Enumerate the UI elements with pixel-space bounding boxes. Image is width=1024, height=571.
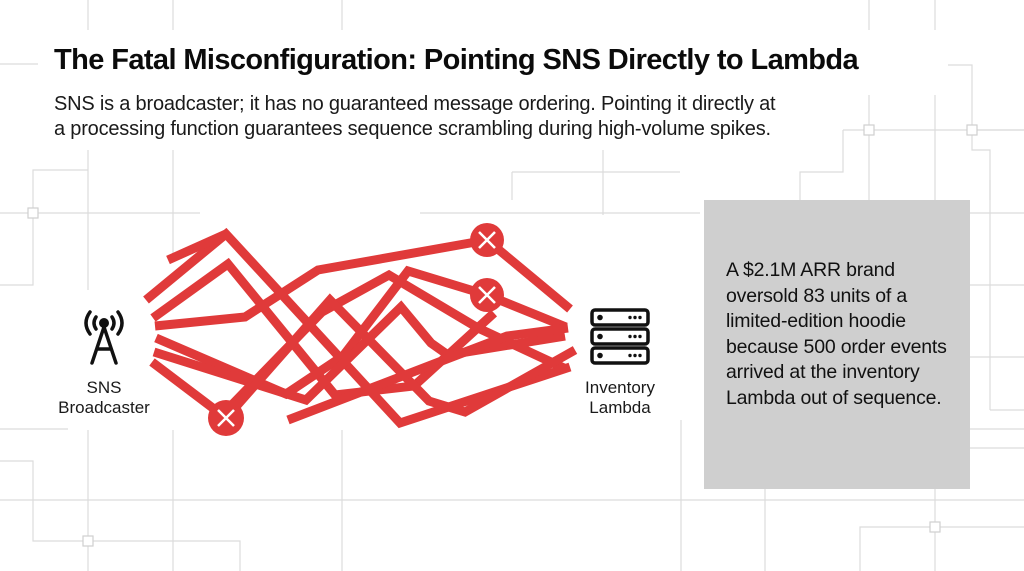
connection-path xyxy=(154,235,573,331)
connection-path xyxy=(222,293,578,421)
callout-text: A $2.1M ARR brand oversold 83 units of a… xyxy=(726,259,947,409)
subtitle-line-2: a processing function guarantees sequenc… xyxy=(54,118,771,140)
target-node-label: Inventory Lambda xyxy=(585,378,655,417)
subtitle-line-1: SNS is a broadcaster; it has no guarante… xyxy=(54,93,776,115)
connection-path xyxy=(143,227,572,429)
incident-callout: A $2.1M ARR brand oversold 83 units of a… xyxy=(704,200,970,489)
connection-path xyxy=(286,323,569,425)
connection-path xyxy=(149,269,568,421)
source-node-label: SNS Broadcaster xyxy=(58,378,150,417)
broadcast-tower-icon xyxy=(84,310,124,365)
server-stack-icon xyxy=(590,308,650,365)
failure-marker xyxy=(470,223,504,257)
page-title: The Fatal Misconfiguration: Pointing SNS… xyxy=(54,44,859,76)
connection-path xyxy=(166,229,228,265)
failure-marker xyxy=(208,400,244,436)
page-subtitle: SNS is a broadcaster; it has no guarante… xyxy=(54,92,854,142)
failure-marker xyxy=(470,278,504,312)
